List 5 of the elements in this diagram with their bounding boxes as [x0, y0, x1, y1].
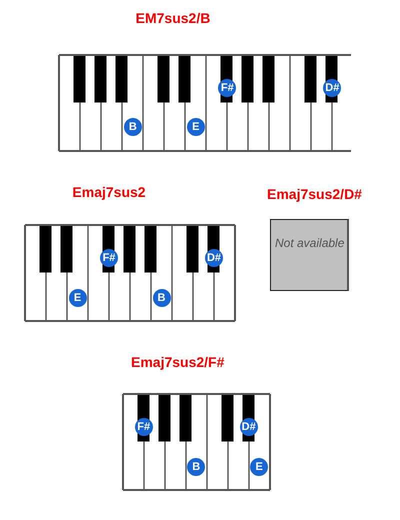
chord-title: EM7sus2/B: [136, 10, 210, 26]
placeholder-text: Not available: [275, 236, 344, 250]
chord-title: Emaj7sus2: [72, 184, 146, 200]
chord-title: Emaj7sus2/F#: [131, 354, 224, 370]
chord-title: Emaj7sus2/D#: [267, 186, 362, 202]
